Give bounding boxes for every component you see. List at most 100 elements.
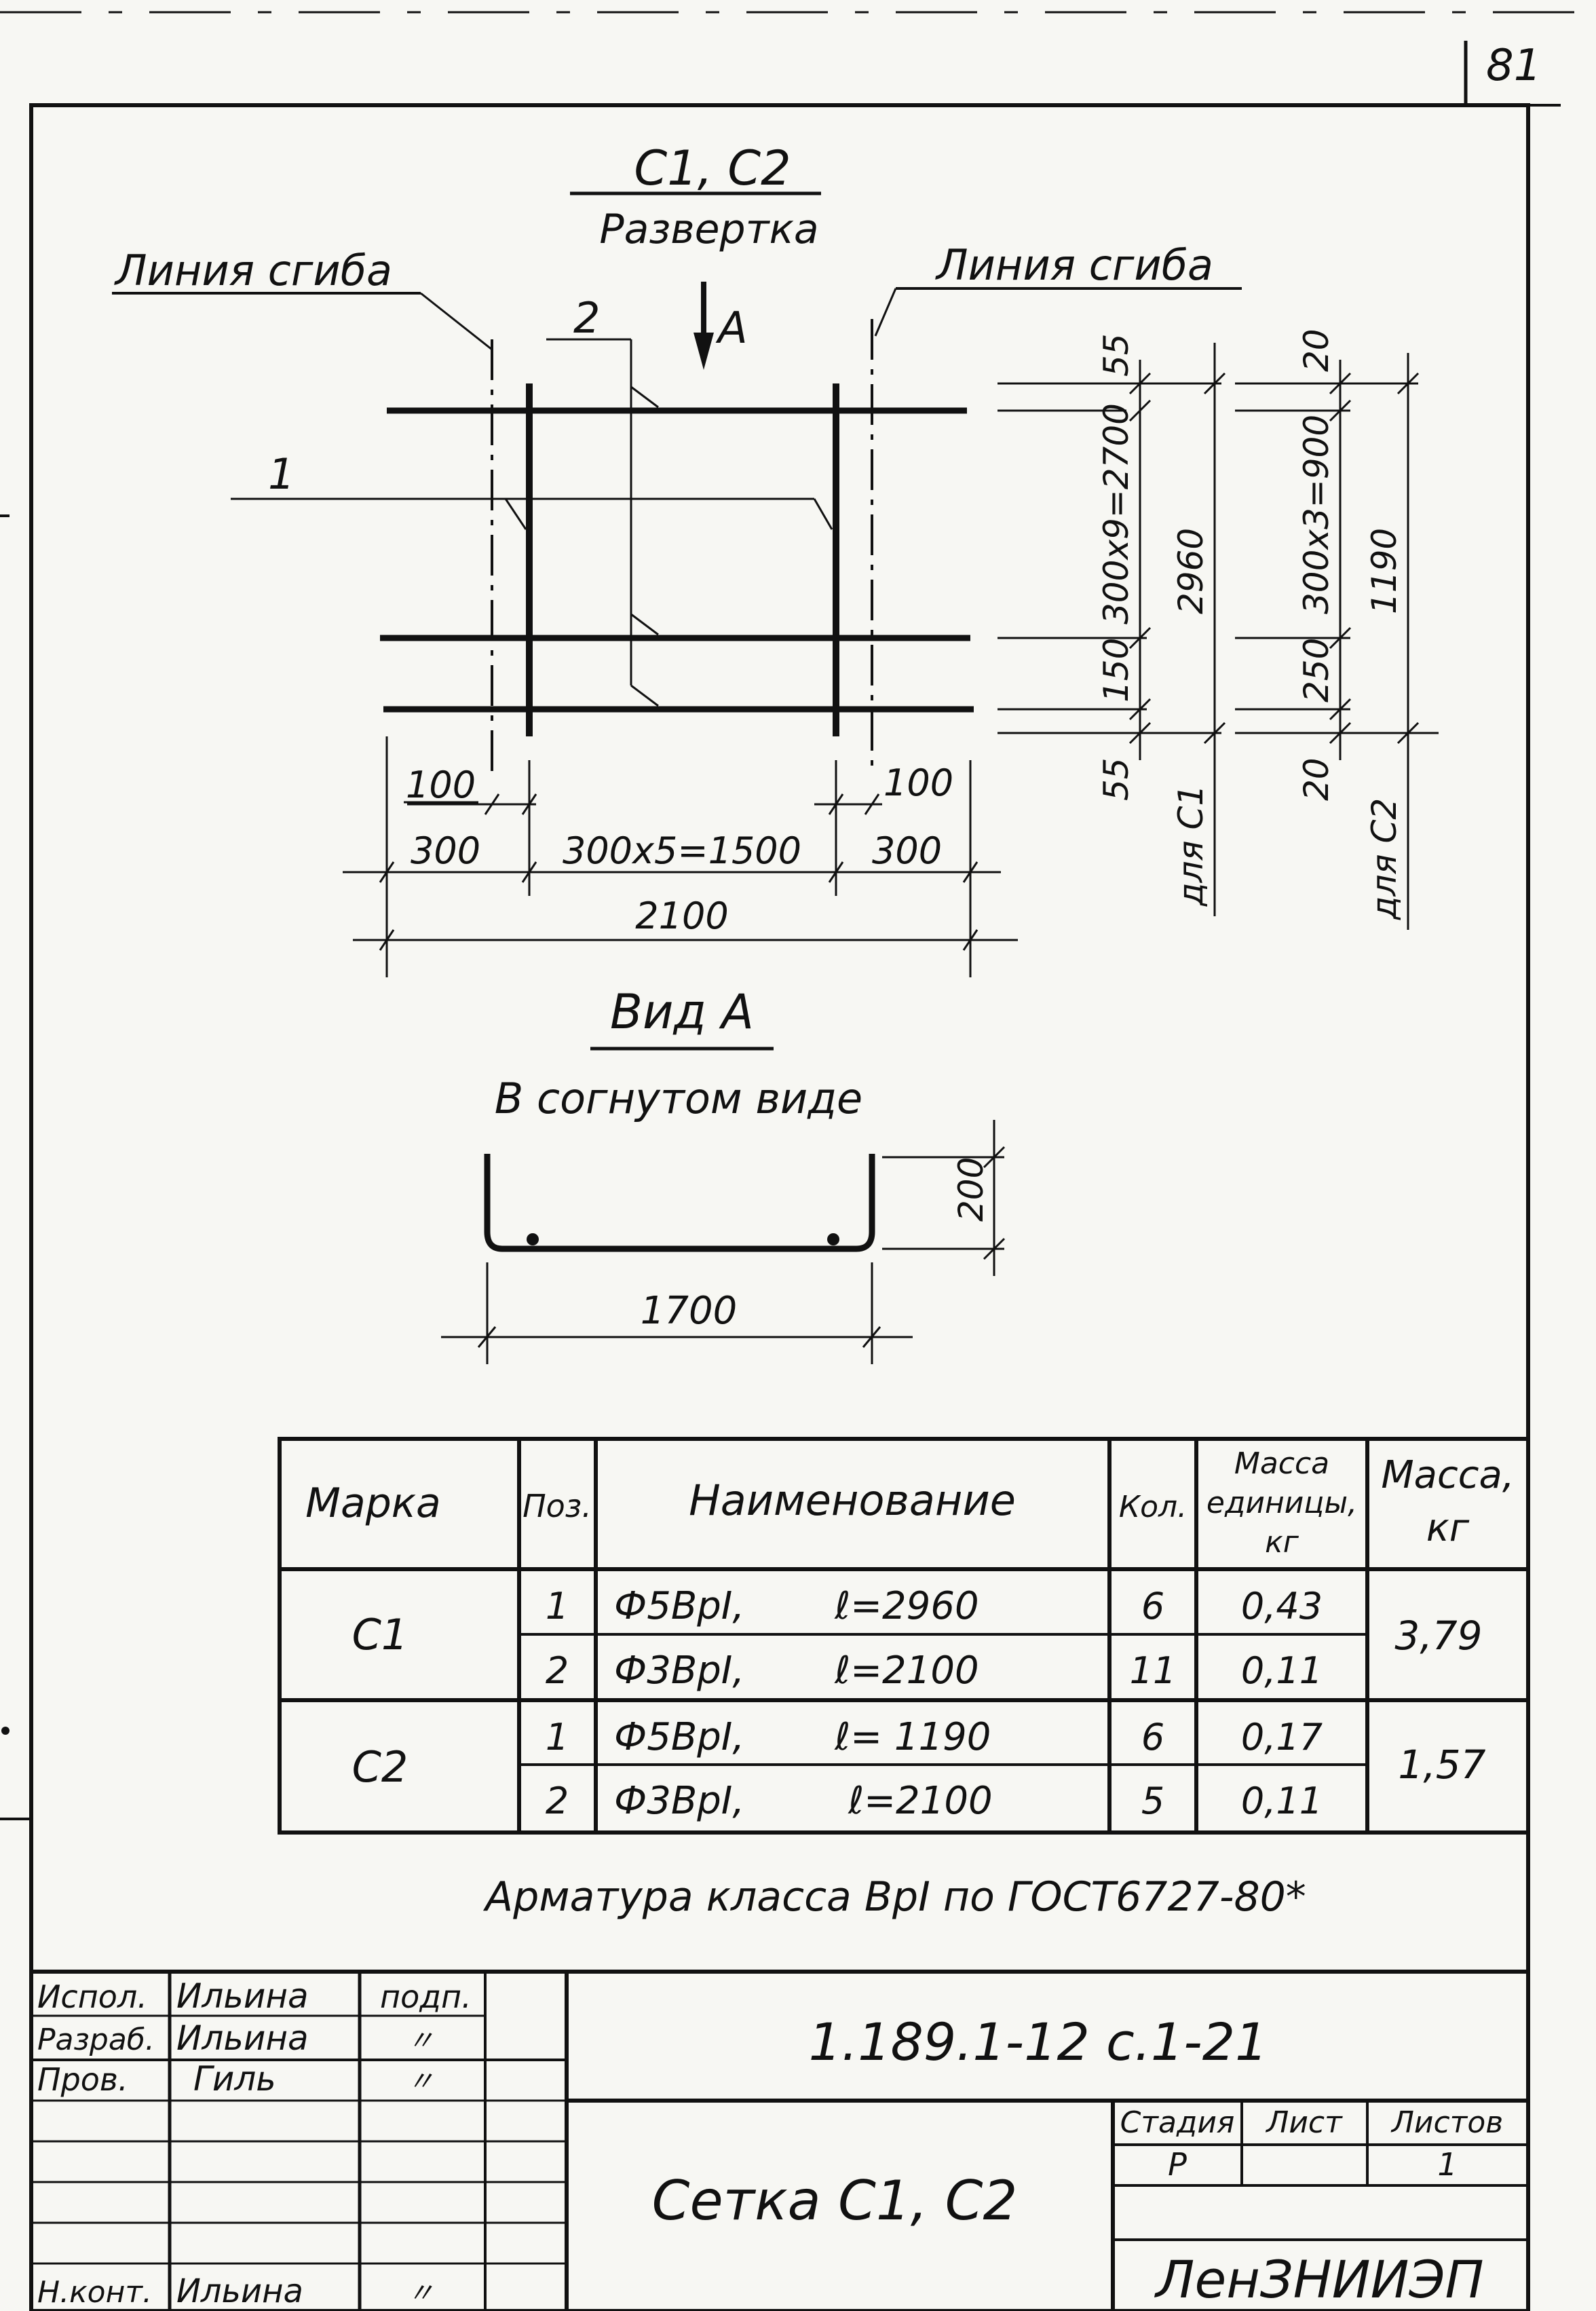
view-a-subtitle: В согнутом виде <box>495 1074 862 1123</box>
row-qty: 6 <box>1141 1716 1164 1759</box>
dim-c2-1190: 1190 <box>1365 528 1404 614</box>
row-mass-c1: 3,79 <box>1394 1613 1482 1659</box>
dim-c1-55-bottom: 55 <box>1097 757 1136 801</box>
bend-line-label-right: Линия сгиба <box>935 240 1213 290</box>
bend-line-label-left: Линия сгиба <box>114 246 392 295</box>
specification-table: Марка Поз. Наименование Кол. Масса едини… <box>278 1437 1530 1921</box>
development-drawing: C1, C2 Развертка Линия сгиба Линия сгиба… <box>112 140 1439 977</box>
organization-name: ЛенЗНИИЭП <box>1154 2249 1483 2310</box>
sheet-frame <box>0 11 1596 2311</box>
sheets-header: Листов <box>1390 2105 1503 2140</box>
margin-marks <box>0 514 31 1820</box>
header-unit-mass-box: Масса единицы, кг <box>1206 1446 1358 1560</box>
view-arrow-label: A <box>715 303 748 354</box>
table-row: 1 Ф5BpI, ℓ= 1190 6 0,17 <box>546 1715 1323 1759</box>
drawing-subtitle: Развертка <box>599 206 818 253</box>
row-name: Ф5BpI, <box>614 1584 744 1628</box>
header-unit-mass: Масса единицы, кг <box>1206 1446 1358 1560</box>
dim-c2-300x3: 300x3=900 <box>1297 415 1336 614</box>
view-a-dim-height: 200 <box>951 1157 991 1222</box>
signature-sign: 〃 <box>407 2025 434 2056</box>
vertical-dimensions <box>998 343 1439 930</box>
signature-sign: 〃 <box>407 2066 434 2097</box>
bottom-dimensions <box>343 736 1018 977</box>
header-mass: Масса, кг <box>1381 1453 1515 1550</box>
dim-100-left: 100 <box>406 764 476 806</box>
header-qty: Кол. <box>1119 1490 1187 1524</box>
dim-c1-55-top: 55 <box>1097 333 1136 377</box>
signature-role: Н.конт. <box>37 2275 152 2310</box>
dim-c2-label: для C2 <box>1365 798 1404 920</box>
stage-value: P <box>1168 2146 1187 2183</box>
row-unit-mass: 0,11 <box>1241 1780 1323 1822</box>
row-pos: 2 <box>546 1780 569 1822</box>
dim-c2-20-top: 20 <box>1297 328 1336 372</box>
signature-name: Ильина <box>176 1976 309 2016</box>
row-mark-c2: C2 <box>352 1742 408 1792</box>
document-code: 1.189.1-12 с.1-21 <box>809 2012 1268 2072</box>
row-mass-c2: 1,57 <box>1398 1742 1485 1788</box>
dim-300x5: 300x5=1500 <box>563 829 801 872</box>
table-row: 1 Ф5BpI, ℓ=2960 6 0,43 <box>546 1584 1323 1628</box>
signature-row: Пров. Гиль 〃 <box>37 2059 434 2099</box>
dim-100-right: 100 <box>884 762 953 804</box>
signature-name: Ильина <box>176 2272 303 2310</box>
dim-2100: 2100 <box>635 895 728 937</box>
view-a: Вид A В согнутом виде 200 1700 <box>441 984 1006 1364</box>
dim-300-left: 300 <box>411 829 480 872</box>
drawing-name: Сетка C1, C2 <box>652 2169 1018 2232</box>
dim-c1-label: для C1 <box>1171 785 1211 907</box>
stage-header: Стадия <box>1120 2105 1235 2140</box>
signature-row: Разраб. Ильина 〃 <box>37 2018 434 2058</box>
signature-role: Разраб. <box>37 2023 155 2057</box>
header-name: Наименование <box>689 1476 1016 1525</box>
row-name: Ф3BpI, <box>614 1779 744 1823</box>
row-qty: 6 <box>1141 1585 1164 1628</box>
header-mass-box: Масса, кг <box>1381 1453 1515 1550</box>
row-pos: 2 <box>546 1649 569 1692</box>
header-pos: Поз. <box>522 1488 592 1524</box>
dim-300-right: 300 <box>872 829 942 872</box>
row-length: ℓ=2960 <box>834 1584 979 1628</box>
row-mark-c1: C1 <box>352 1610 408 1659</box>
row-unit-mass: 0,17 <box>1241 1716 1323 1759</box>
dim-c2-20-bottom: 20 <box>1297 757 1336 801</box>
view-arrow-a: A <box>694 282 748 370</box>
title-block: Испол. Ильина подп. Разраб. Ильина 〃 Про… <box>31 1970 1528 2311</box>
row-length: ℓ= 1190 <box>834 1715 991 1759</box>
signature-name: Гиль <box>193 2059 276 2099</box>
dim-c2-250: 250 <box>1297 638 1336 702</box>
view-a-dim-width: 1700 <box>641 1289 738 1333</box>
row-pos: 1 <box>546 1585 569 1628</box>
position-label-2: 2 <box>573 293 600 343</box>
row-pos: 1 <box>546 1716 569 1759</box>
position-label-1: 1 <box>268 449 294 499</box>
row-unit-mass: 0,11 <box>1241 1649 1323 1692</box>
dim-c1-150: 150 <box>1097 638 1136 702</box>
signature-role: Испол. <box>37 1978 147 2015</box>
signature-sign: 〃 <box>407 2278 434 2309</box>
signature-role: Пров. <box>37 2061 128 2098</box>
row-name: Ф5BpI, <box>614 1715 744 1759</box>
row-unit-mass: 0,43 <box>1241 1585 1323 1628</box>
sheets-value: 1 <box>1437 2146 1457 2183</box>
row-name: Ф3BpI, <box>614 1649 744 1693</box>
header-mark: Марка <box>305 1480 441 1527</box>
row-length: ℓ=2100 <box>848 1779 993 1823</box>
row-length: ℓ=2100 <box>834 1649 979 1693</box>
reinforcement-note: Арматура класса BpI по ГОСТ6727-80* <box>482 1873 1306 1921</box>
table-row: 2 Ф3BpI, ℓ=2100 11 0,11 <box>546 1649 1323 1693</box>
signature-name: Ильина <box>176 2018 309 2058</box>
drawing-title: C1, C2 <box>634 140 791 196</box>
page-number: 81 <box>1486 41 1541 91</box>
signature-row: Н.конт. Ильина 〃 <box>37 2272 434 2310</box>
row-qty: 5 <box>1141 1780 1164 1822</box>
signature-row: Испол. Ильина подп. <box>37 1976 472 2016</box>
view-a-title: Вид A <box>610 984 754 1040</box>
dim-c1-2960: 2960 <box>1171 528 1211 614</box>
row-qty: 11 <box>1130 1649 1177 1692</box>
table-row: 2 Ф3BpI, ℓ=2100 5 0,11 <box>546 1779 1323 1823</box>
signature-sign: подп. <box>380 1978 472 2015</box>
sheet-header: Лист <box>1265 2105 1343 2140</box>
